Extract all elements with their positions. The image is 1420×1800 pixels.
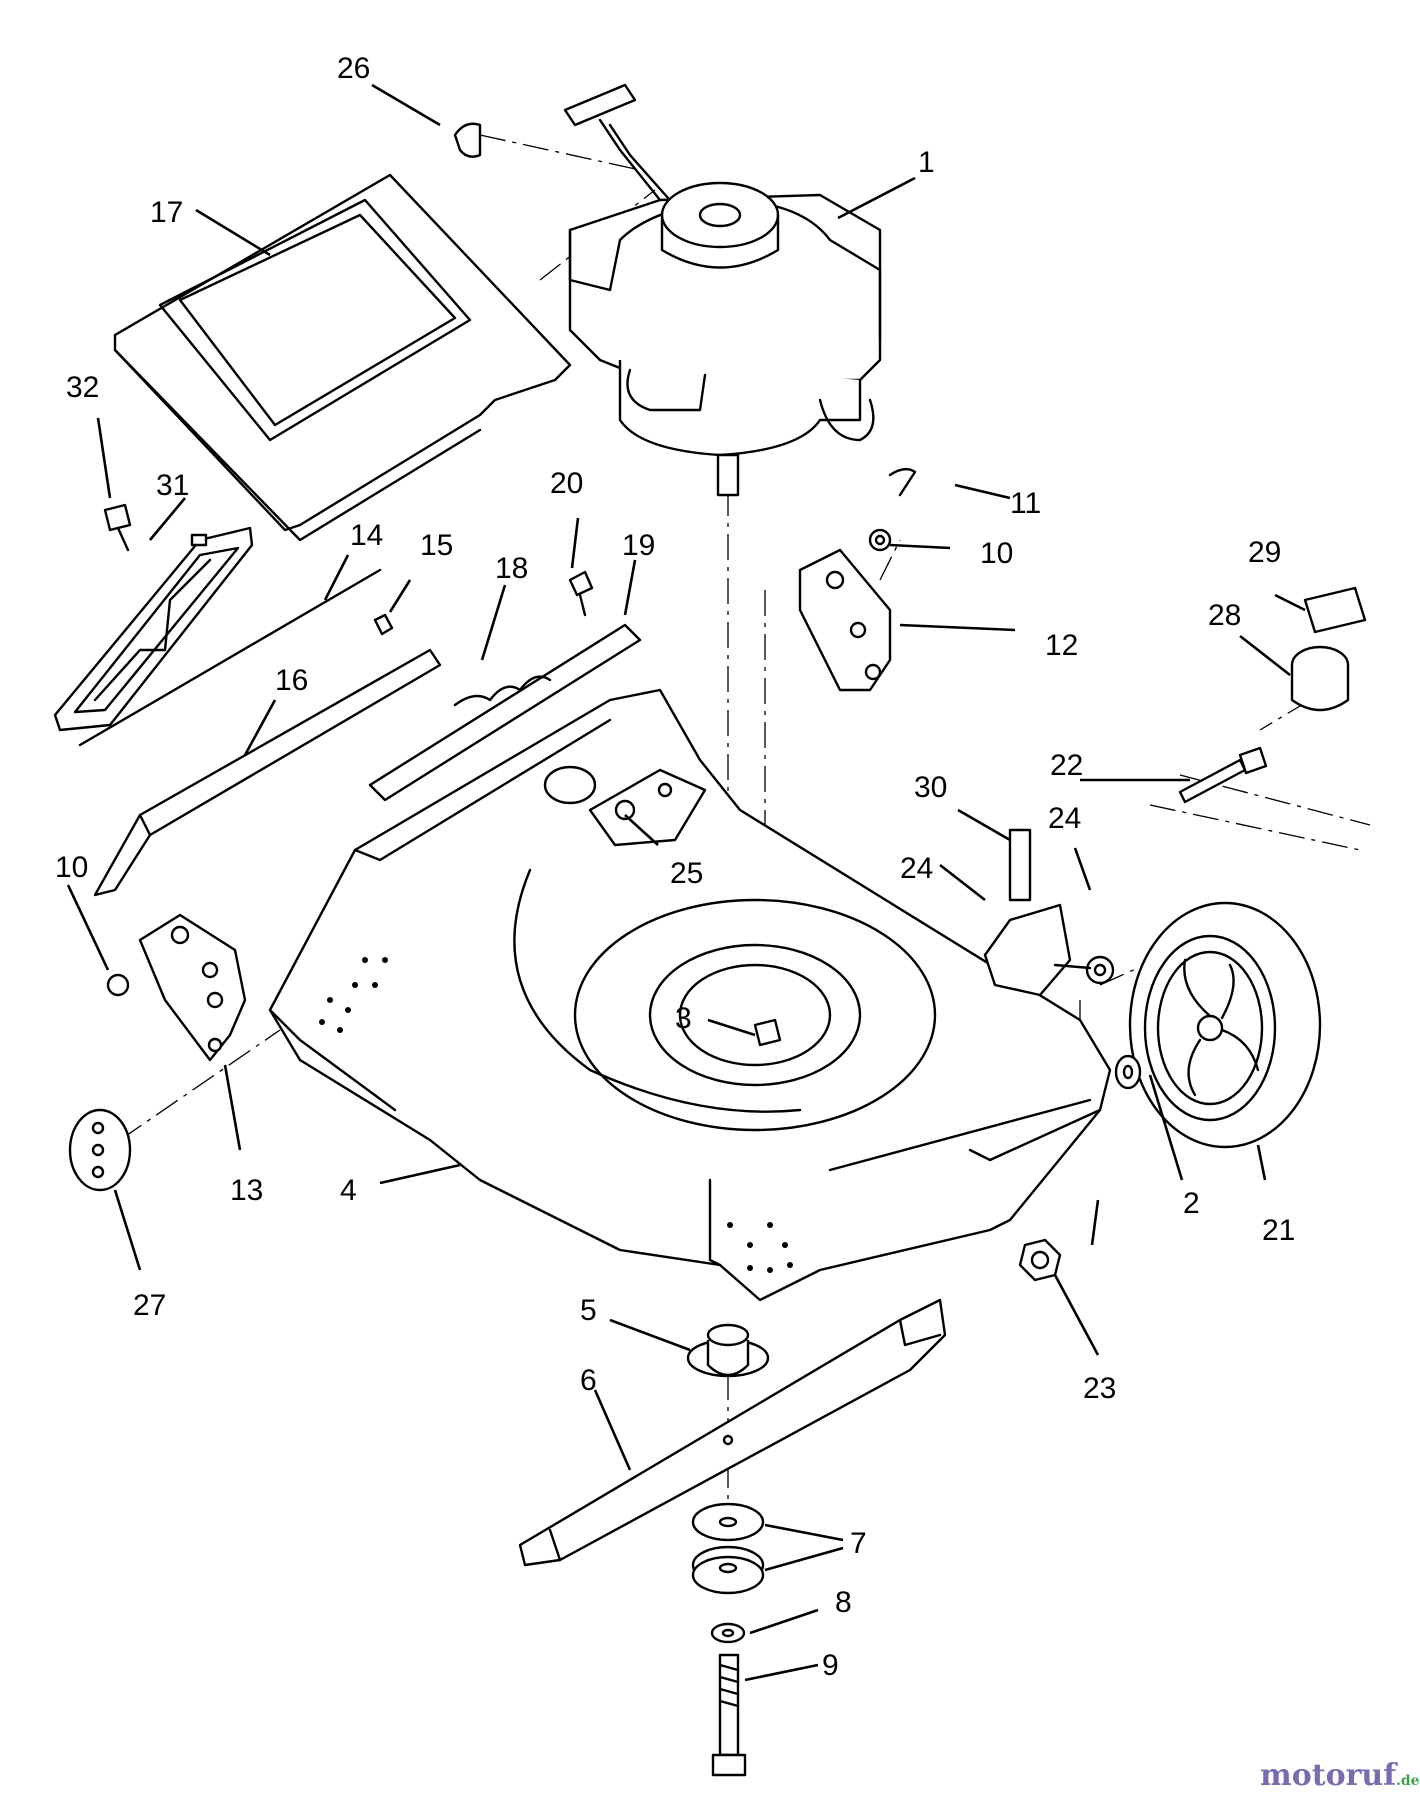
callout-labels: 1 17 26 32 31 14 15 16 18 20 19 11 10 12… bbox=[55, 52, 1295, 1682]
callout-18: 18 bbox=[495, 552, 528, 585]
callout-8: 8 bbox=[835, 1586, 852, 1619]
callout-16: 16 bbox=[275, 664, 308, 697]
callout-10-right: 10 bbox=[980, 537, 1013, 570]
blade bbox=[518, 1298, 947, 1567]
height-adjuster bbox=[983, 828, 1115, 997]
callout-30: 30 bbox=[914, 771, 947, 804]
blade-adapter bbox=[686, 1323, 770, 1378]
callout-14: 14 bbox=[350, 519, 383, 552]
callout-7: 7 bbox=[850, 1527, 867, 1560]
callout-10-left: 10 bbox=[55, 851, 88, 884]
callout-26: 26 bbox=[337, 52, 370, 85]
bolt-3 bbox=[753, 1018, 782, 1047]
callout-15: 15 bbox=[420, 529, 453, 562]
nut-23 bbox=[1018, 1238, 1062, 1282]
callout-21: 21 bbox=[1262, 1214, 1295, 1247]
rear-flap bbox=[53, 526, 254, 732]
callout-23: 23 bbox=[1083, 1372, 1116, 1405]
callout-24-top: 24 bbox=[1048, 802, 1081, 835]
deflector-cover bbox=[113, 173, 572, 542]
watermark-brand: motoruf bbox=[1260, 1758, 1398, 1793]
deflector-plate bbox=[93, 648, 442, 897]
wheel bbox=[1128, 901, 1322, 1149]
callout-29: 29 bbox=[1248, 536, 1281, 569]
hinge-rod bbox=[78, 568, 382, 747]
washer-2 bbox=[1114, 1054, 1142, 1090]
screw-32 bbox=[103, 503, 132, 552]
callout-27: 27 bbox=[133, 1289, 166, 1322]
callout-28: 28 bbox=[1208, 599, 1241, 632]
callout-12: 12 bbox=[1045, 629, 1078, 662]
callout-32: 32 bbox=[66, 371, 99, 404]
callout-2: 2 bbox=[1183, 1187, 1200, 1220]
callout-17: 17 bbox=[150, 196, 183, 229]
callout-19: 19 bbox=[622, 529, 655, 562]
callout-31: 31 bbox=[156, 469, 189, 502]
callout-25: 25 bbox=[670, 857, 703, 890]
leader-lines bbox=[66, 83, 1306, 1682]
clip-26 bbox=[453, 122, 482, 158]
callout-6: 6 bbox=[580, 1364, 597, 1397]
spring-assembly bbox=[368, 570, 642, 802]
watermark-tld: .de bbox=[1396, 1773, 1420, 1789]
callout-9: 9 bbox=[822, 1649, 839, 1682]
callout-11: 11 bbox=[1010, 487, 1041, 520]
callout-24-left: 24 bbox=[900, 852, 933, 885]
hub-cap bbox=[68, 1108, 132, 1192]
deck bbox=[268, 688, 1112, 1302]
engine bbox=[563, 83, 882, 497]
axle-parts bbox=[1178, 586, 1367, 804]
callout-1: 1 bbox=[918, 146, 935, 179]
callout-13: 13 bbox=[230, 1174, 263, 1207]
callout-20: 20 bbox=[550, 467, 583, 500]
height-bracket-left bbox=[106, 913, 247, 1062]
callout-22: 22 bbox=[1050, 749, 1083, 782]
callout-4: 4 bbox=[340, 1174, 357, 1207]
callout-5: 5 bbox=[580, 1294, 597, 1327]
callout-3: 3 bbox=[675, 1002, 692, 1035]
watermark-logo: motoruf .de bbox=[1260, 1758, 1420, 1793]
blade-fasteners bbox=[691, 1502, 765, 1777]
height-bracket-right bbox=[798, 467, 917, 692]
